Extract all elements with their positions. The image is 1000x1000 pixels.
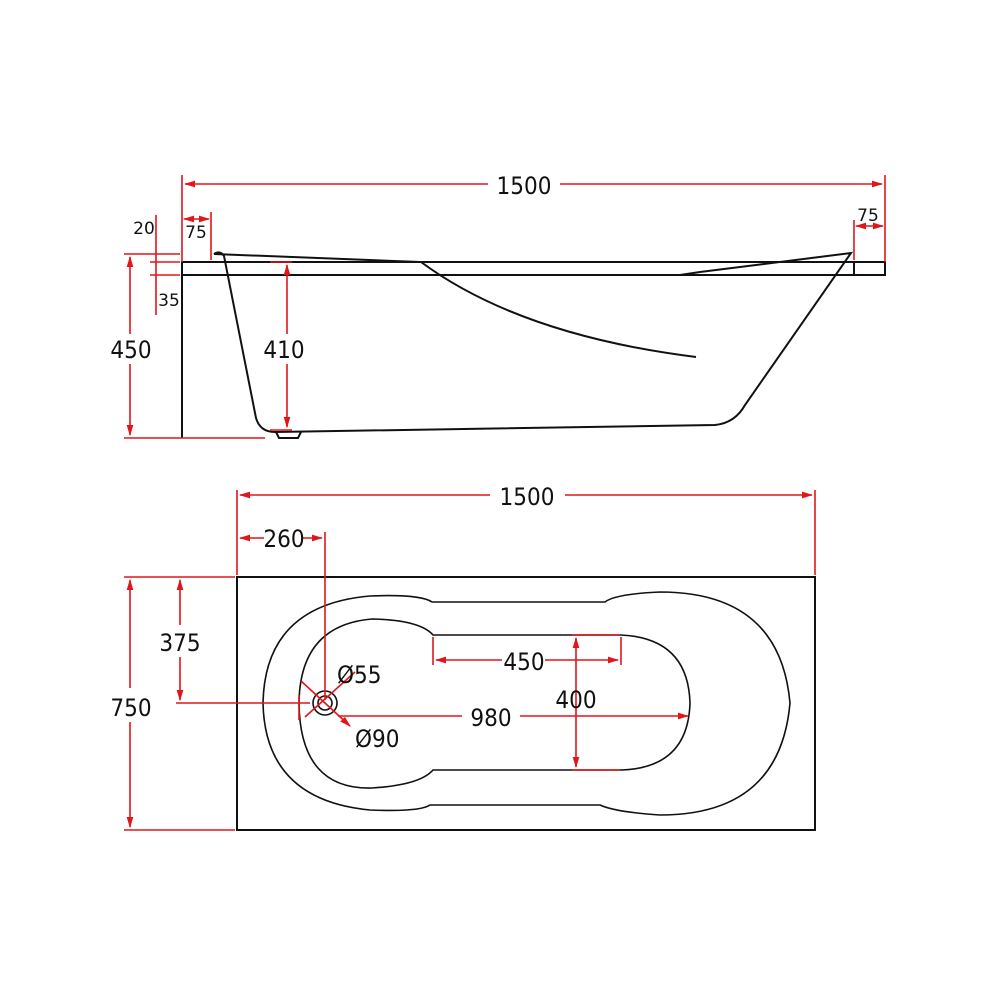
overall-width-label: 750 bbox=[110, 694, 151, 722]
side-overall-length-label: 1500 bbox=[497, 172, 552, 200]
outer-bowl-outline bbox=[262, 591, 791, 816]
drain-offset-x-label: 260 bbox=[263, 525, 304, 553]
tub-rim-line-left bbox=[213, 253, 421, 263]
inner-length-label: 980 bbox=[470, 704, 511, 732]
top-outer-rect bbox=[236, 576, 816, 831]
drain-offset-y-label: 375 bbox=[159, 629, 200, 657]
rim-offset-label: 20 bbox=[133, 219, 155, 239]
inner-width-label: 400 bbox=[555, 686, 596, 714]
drain-inner-diameter-label: Ø55 bbox=[337, 661, 381, 689]
left-rim-width-label: 75 bbox=[185, 223, 207, 243]
side-view: 1500 75 75 20 35 450 410 bbox=[110, 172, 886, 439]
total-height-label: 450 bbox=[110, 336, 151, 364]
inner-bowl-outline bbox=[298, 618, 691, 789]
inner-depth-label: 410 bbox=[263, 336, 304, 364]
drain-foot bbox=[275, 431, 302, 439]
tub-body-outline bbox=[213, 251, 854, 434]
top-view: 1500 260 750 375 Ø55 Ø90 980 450 bbox=[110, 483, 816, 831]
rim-thickness-label: 35 bbox=[158, 291, 180, 311]
flat-bottom-length-label: 450 bbox=[503, 648, 544, 676]
backrest-curve bbox=[420, 261, 697, 358]
drain-outer-diameter-label: Ø90 bbox=[355, 725, 399, 753]
top-overall-length-label: 1500 bbox=[500, 483, 555, 511]
right-rim-width-label: 75 bbox=[857, 206, 879, 226]
